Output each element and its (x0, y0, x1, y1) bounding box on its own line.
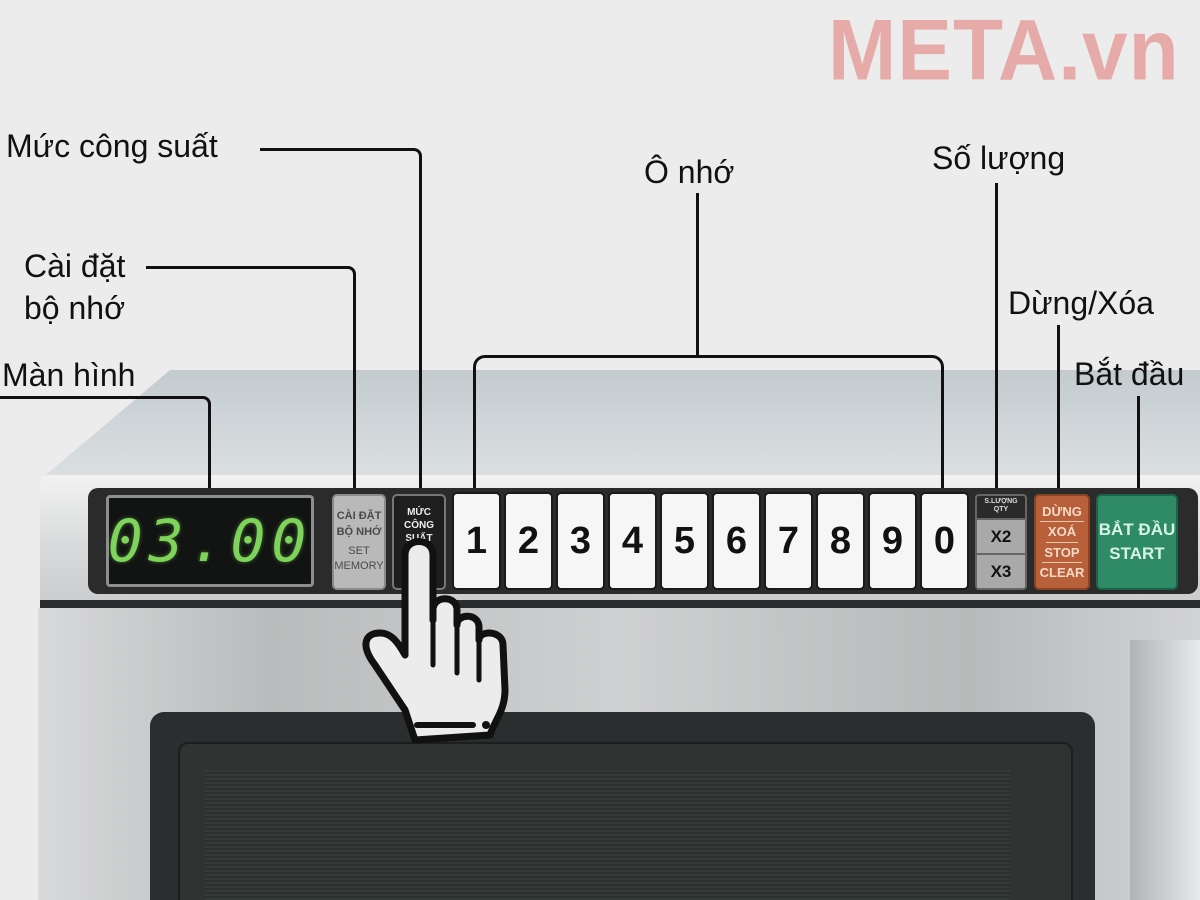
memory-key-4[interactable]: 4 (608, 492, 657, 590)
stop-label-en-2: CLEAR (1039, 565, 1085, 580)
memory-key-8[interactable]: 8 (816, 492, 865, 590)
display-screen: 03.00 (106, 495, 314, 587)
stop-label-vi-2: XOÁ (1045, 522, 1079, 543)
quantity-header-en: QTY (993, 505, 1009, 513)
stop-label-vi-1: DỪNG (1040, 502, 1084, 522)
leader-quantity (995, 183, 998, 488)
memory-key-0[interactable]: 0 (920, 492, 969, 590)
callout-power-level: Mức công suất (6, 128, 218, 164)
stop-clear-button[interactable]: DỪNG XOÁ STOP CLEAR (1034, 494, 1090, 590)
callout-set-memory-1: Cài đặt (24, 248, 126, 284)
quantity-x3-button[interactable]: X3 (977, 553, 1025, 588)
callout-quantity: Số lượng (932, 140, 1066, 176)
callout-start: Bắt đầu (1074, 356, 1185, 392)
leader-power-level (260, 148, 422, 488)
start-label-en: START (1109, 544, 1165, 563)
watermark-logo: META.vn (828, 2, 1180, 99)
leader-memory-slots-bracket (473, 355, 944, 488)
memory-key-9[interactable]: 9 (868, 492, 917, 590)
memory-key-5[interactable]: 5 (660, 492, 709, 590)
callout-memory-slots: Ô nhớ (644, 154, 735, 190)
quantity-header: S.LƯỢNG QTY (977, 496, 1025, 518)
pointing-hand-icon (362, 538, 509, 744)
memory-key-6[interactable]: 6 (712, 492, 761, 590)
set-memory-label-en-1: SET (348, 545, 370, 557)
set-memory-label-vi-1: CÀI ĐẶT (336, 510, 382, 523)
start-label-vi: BẮT ĐẦU (1098, 520, 1176, 540)
memory-key-2[interactable]: 2 (504, 492, 553, 590)
leader-display (0, 396, 211, 488)
start-button[interactable]: BẮT ĐẦU START (1096, 494, 1178, 590)
set-memory-label-en-2: MEMORY (334, 560, 384, 573)
memory-slot-keys: 1 2 3 4 5 6 7 8 9 0 (452, 492, 969, 590)
set-memory-label-vi-2: BỘ NHỚ (336, 525, 382, 538)
leader-memory-slots-stem (696, 193, 699, 357)
leader-stop-clear (1057, 325, 1060, 488)
memory-key-1[interactable]: 1 (452, 492, 501, 590)
stop-label-en-1: STOP (1042, 543, 1082, 563)
memory-key-3[interactable]: 3 (556, 492, 605, 590)
callout-stop-clear: Dừng/Xóa (1008, 285, 1154, 321)
leader-set-memory (146, 266, 356, 488)
quantity-key-group: S.LƯỢNG QTY X2 X3 (975, 494, 1027, 590)
quantity-header-vi: S.LƯỢNG (984, 498, 1018, 505)
memory-key-7[interactable]: 7 (764, 492, 813, 590)
microwave-side (1130, 640, 1200, 900)
display-value: 03.00 (107, 507, 313, 575)
set-memory-button[interactable]: CÀI ĐẶT BỘ NHỚ SET MEMORY (332, 494, 386, 590)
callout-display: Màn hình (2, 357, 136, 393)
quantity-x2-button[interactable]: X2 (977, 518, 1025, 553)
callout-set-memory-2: bộ nhớ (24, 290, 126, 326)
power-level-label-1: MỨC CÔNG (404, 507, 434, 531)
leader-start (1137, 396, 1140, 488)
door-mesh (205, 770, 1010, 900)
